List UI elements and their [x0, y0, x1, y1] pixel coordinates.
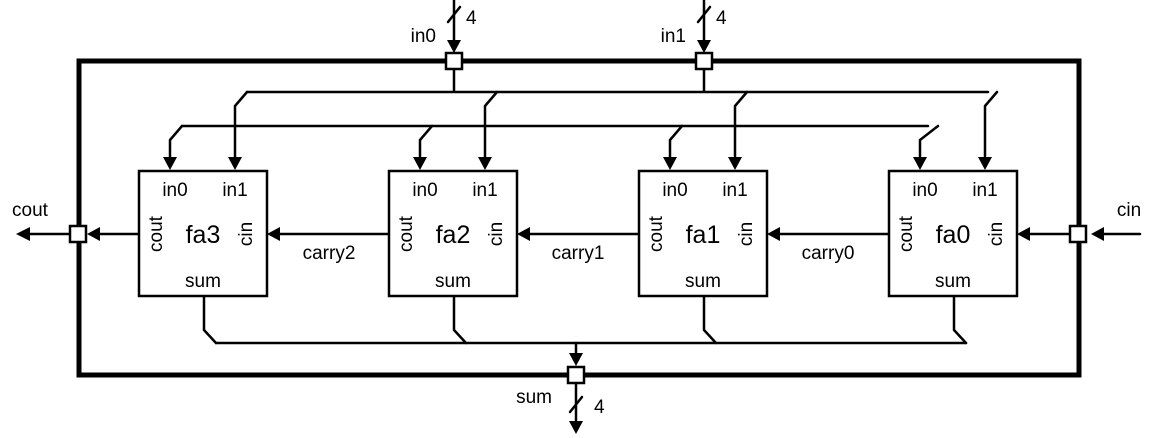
cin-port-group: cin [1017, 200, 1142, 244]
fa1-name: fa1 [686, 221, 721, 249]
fa3-in0-label: in0 [162, 180, 187, 201]
full-adder-fa1[interactable]: in0 in1 fa1 sum cout cin [637, 169, 769, 298]
cin-port[interactable] [1068, 224, 1088, 244]
cin-port-label: cin [1117, 200, 1141, 221]
fa1-cout-label: cout [646, 215, 667, 252]
fa0-in1-label: in1 [972, 180, 997, 201]
fa1-box[interactable] [637, 169, 769, 298]
in0-bus [163, 124, 940, 170]
carry1-label: carry1 [552, 243, 605, 264]
fa0-box[interactable] [887, 169, 1019, 298]
sum-width-label: 4 [594, 397, 605, 418]
carry-wires: carry2 carry1 carry0 [267, 227, 891, 264]
fa2-cin-label: cin [486, 222, 507, 246]
fa0-name: fa0 [936, 221, 971, 249]
in1-port[interactable] [694, 51, 714, 71]
in1-width-label: 4 [716, 8, 727, 29]
in1-port-label: in1 [661, 26, 686, 47]
fa3-in1-label: in1 [222, 180, 247, 201]
fa0-cout-label: cout [896, 215, 917, 252]
fa3-name: fa3 [186, 221, 221, 249]
full-adder-fa3[interactable]: in0 in1 fa3 sum cout cin [137, 169, 269, 298]
in0-port-group: 4 in0 [411, 0, 477, 93]
fa2-box[interactable] [387, 169, 519, 298]
in0-width-label: 4 [466, 8, 477, 29]
carry2-label: carry2 [303, 243, 356, 264]
fa1-in1-label: in1 [722, 180, 747, 201]
fa1-cin-label: cin [736, 222, 757, 246]
sum-port-label: sum [516, 387, 552, 408]
cout-port[interactable] [68, 224, 88, 244]
fa3-sum-label: sum [185, 271, 221, 292]
in1-bus [228, 90, 999, 170]
sum-bus [202, 294, 968, 366]
fa3-box[interactable] [137, 169, 269, 298]
fa1-in0-label: in0 [662, 180, 687, 201]
fa1-sum-label: sum [685, 271, 721, 292]
in0-port-label: in0 [411, 26, 436, 47]
fa0-in0-label: in0 [912, 180, 937, 201]
cout-port-label: cout [12, 200, 49, 221]
fa0-sum-label: sum [935, 271, 971, 292]
sum-port-group: 4 sum [516, 365, 605, 434]
fa0-cin-label: cin [986, 222, 1007, 246]
full-adder-fa0[interactable]: in0 in1 fa0 sum cout cin [887, 169, 1019, 298]
cout-port-group: cout [12, 200, 141, 244]
fa2-in0-label: in0 [412, 180, 437, 201]
in1-port-group: 4 in1 [661, 0, 727, 93]
fa3-cout-label: cout [146, 215, 167, 252]
fa2-cout-label: cout [396, 215, 417, 252]
fa2-name: fa2 [436, 221, 471, 249]
fa2-sum-label: sum [435, 271, 471, 292]
fa3-cin-label: cin [236, 222, 257, 246]
in0-port[interactable] [444, 51, 464, 71]
carry0-label: carry0 [802, 243, 855, 264]
sum-port[interactable] [566, 365, 586, 385]
fa2-in1-label: in1 [472, 180, 497, 201]
full-adder-fa2[interactable]: in0 in1 fa2 sum cout cin [387, 169, 519, 298]
